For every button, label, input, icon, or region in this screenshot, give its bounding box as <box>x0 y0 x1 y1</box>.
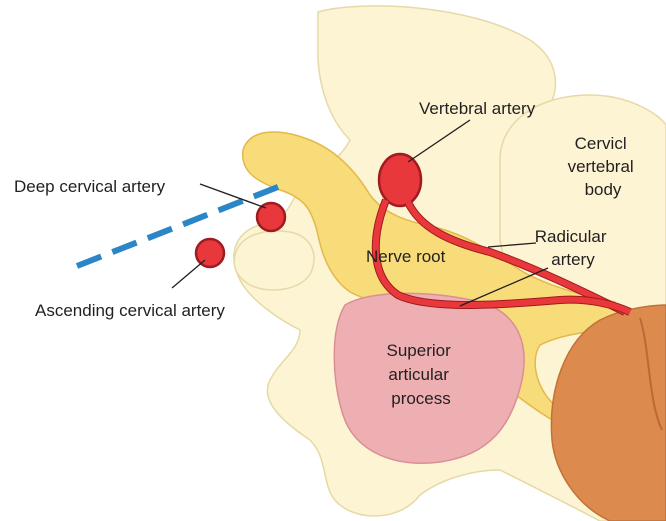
label-deep-cervical-artery: Deep cervical artery <box>14 177 166 196</box>
label-sap-line1: Superior <box>387 341 452 360</box>
label-radicular-line2: artery <box>551 250 595 269</box>
label-cervical-body-line3: body <box>585 180 622 199</box>
label-ascending-cervical-artery: Ascending cervical artery <box>35 301 225 320</box>
leader-ascending-cervical <box>172 260 205 288</box>
label-vertebral-artery: Vertebral artery <box>419 99 536 118</box>
deep-cervical-artery <box>257 203 285 231</box>
label-cervical-body-line1: Cervicl <box>575 134 627 153</box>
label-nerve-root: Nerve root <box>366 247 446 266</box>
transverse-process <box>234 231 314 290</box>
label-cervical-body-line2: vertebral <box>568 157 634 176</box>
label-radicular-line1: Radicular <box>535 227 607 246</box>
vertebral-artery <box>379 154 421 206</box>
ascending-cervical-artery <box>196 239 224 267</box>
label-sap-line2: articular <box>388 365 449 384</box>
label-superior-articular-process: Superior articular process <box>387 341 456 408</box>
label-sap-line3: process <box>391 389 451 408</box>
